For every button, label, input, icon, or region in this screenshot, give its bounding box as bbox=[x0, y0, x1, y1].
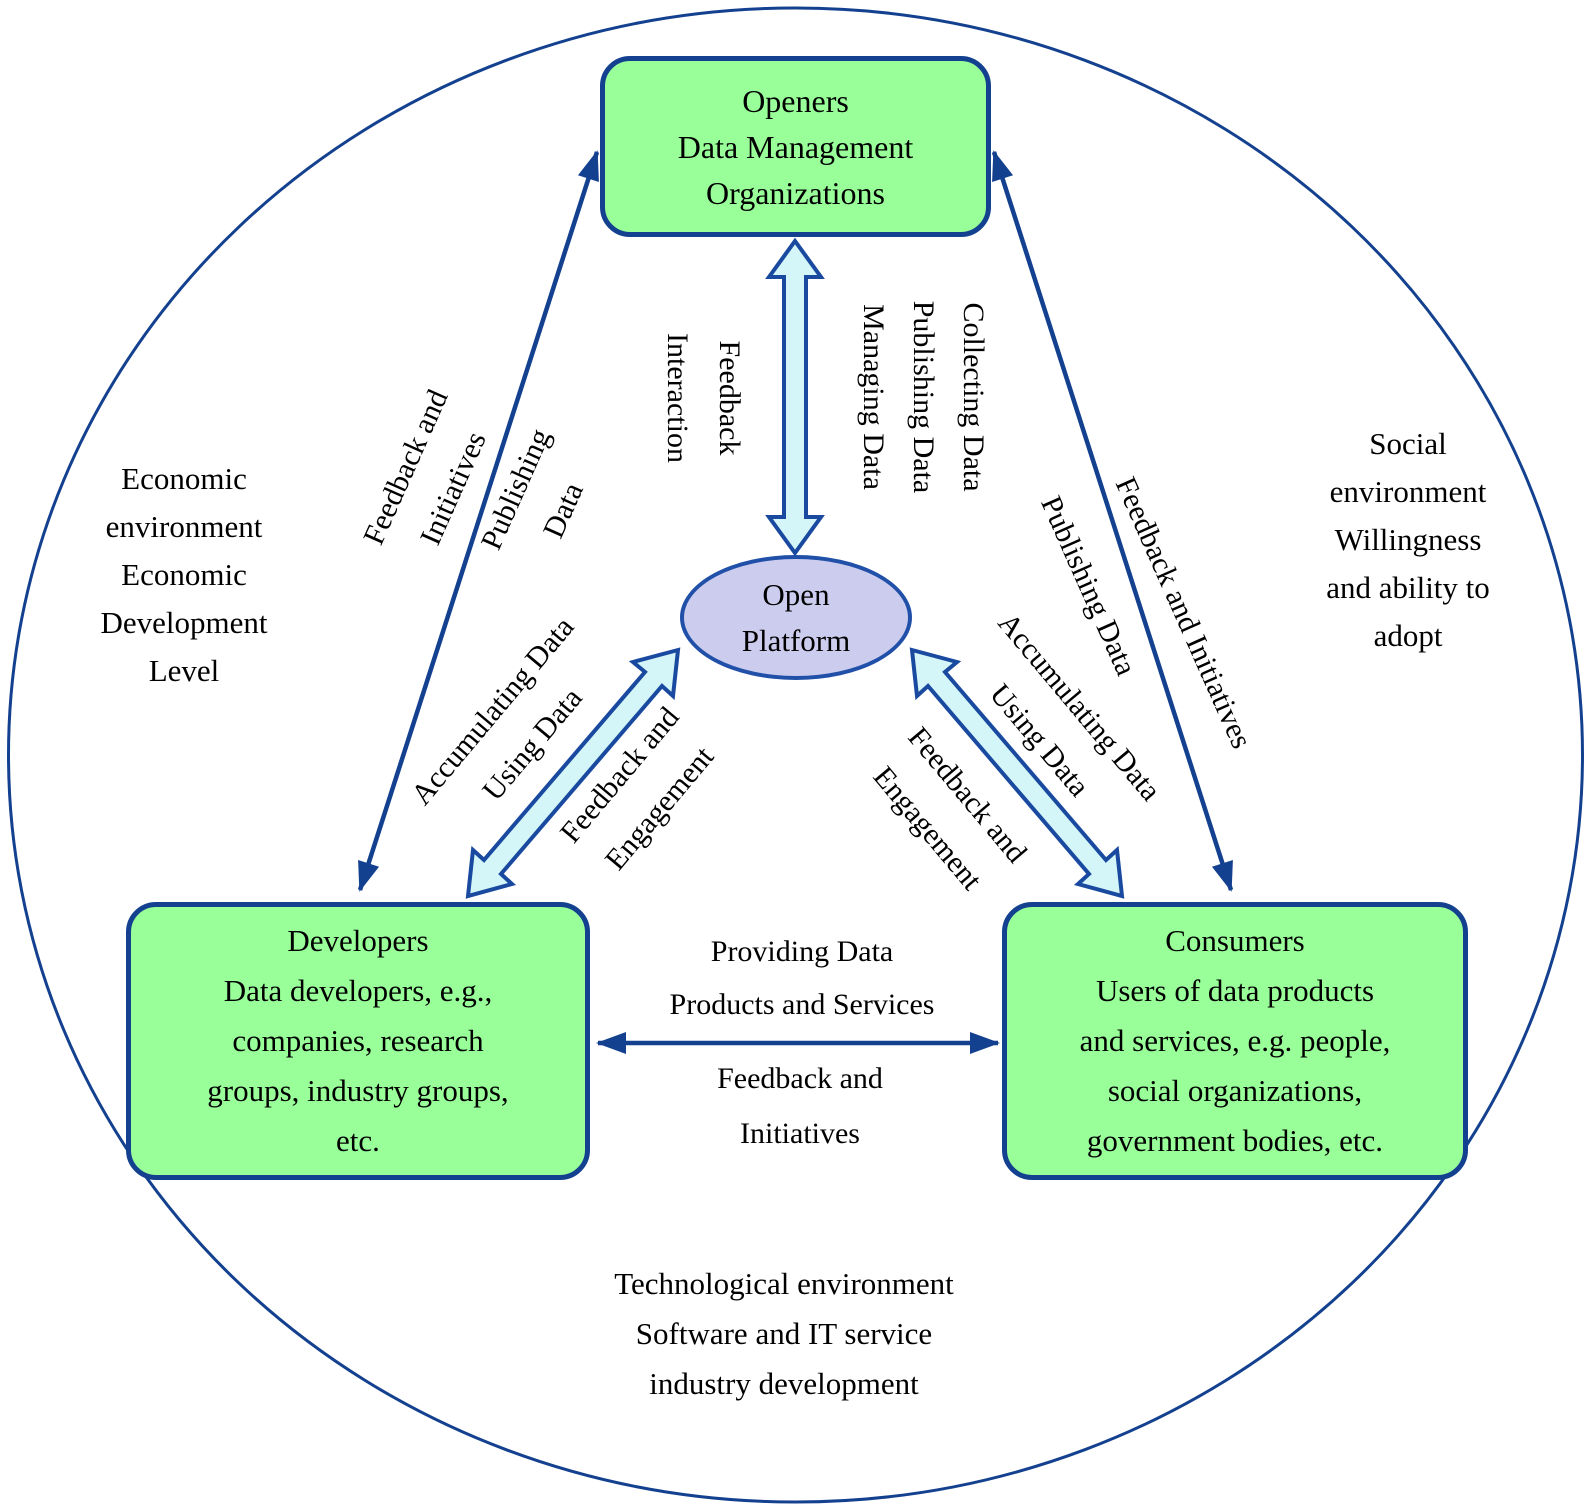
node-consumers: Consumers Users of data products and ser… bbox=[1002, 902, 1468, 1180]
label-line: industry development bbox=[649, 1366, 919, 1401]
ecosystem-boundary-circle bbox=[7, 6, 1584, 1504]
thick-arrow-platform-consumers bbox=[909, 647, 1125, 899]
edge-label-collecting-publishing-managing: Collecting Data Publishing Data Managing… bbox=[848, 301, 998, 494]
env-label-social: Social environment Willingness and abili… bbox=[1326, 420, 1490, 660]
node-label-line: Data Management bbox=[677, 128, 914, 165]
label-line: Feedback bbox=[713, 340, 746, 456]
thick-arrow-openers-platform bbox=[765, 237, 825, 557]
arrow-openers-consumers bbox=[991, 150, 1234, 892]
label-line: environment bbox=[1329, 474, 1487, 509]
label-line: Initiatives bbox=[740, 1117, 860, 1150]
node-label-line: Developers bbox=[287, 923, 429, 958]
node-label-line: and services, e.g. people, bbox=[1079, 1023, 1391, 1058]
node-label-line: Data developers, e.g., bbox=[223, 973, 493, 1008]
label-line: Products and Services bbox=[669, 988, 935, 1021]
label-line: Willingness bbox=[1334, 522, 1482, 557]
node-label-line: Users of data products bbox=[1095, 973, 1375, 1008]
label-line: Social bbox=[1369, 426, 1447, 461]
env-label-economic: Economic environment Economic Developmen… bbox=[100, 455, 267, 695]
arrow-developers-openers bbox=[357, 150, 600, 892]
edge-label-feedback-interaction: Feedback Interaction bbox=[651, 333, 755, 463]
node-label-line: companies, research bbox=[232, 1023, 484, 1058]
label-line: Interaction bbox=[661, 333, 694, 463]
node-label-line: Openers bbox=[742, 82, 849, 119]
label-line: Managing Data bbox=[857, 304, 890, 490]
label-line: Economic bbox=[121, 461, 247, 496]
label-line: Collecting Data bbox=[957, 302, 990, 492]
label-line: Publishing Data bbox=[907, 300, 940, 494]
node-label-line: Open bbox=[762, 576, 830, 612]
label-line: Level bbox=[148, 653, 220, 688]
edge-label-feedback-initiatives-bottom: Feedback and Initiatives bbox=[717, 1051, 883, 1161]
node-label-line: groups, industry groups, bbox=[207, 1073, 509, 1108]
label-line: Software and IT service bbox=[635, 1316, 933, 1351]
node-label-line: Consumers bbox=[1165, 923, 1305, 958]
node-open-platform: Open Platform bbox=[680, 555, 912, 680]
label-line: Development bbox=[100, 605, 268, 640]
label-line: Feedback and bbox=[717, 1062, 883, 1095]
label-line: environment bbox=[105, 509, 263, 544]
node-openers: Openers Data Management Organizations bbox=[600, 56, 991, 237]
label-line: Economic bbox=[121, 557, 247, 592]
label-line: Providing Data bbox=[710, 935, 894, 968]
label-line: Technological environment bbox=[614, 1266, 954, 1301]
node-developers: Developers Data developers, e.g., compan… bbox=[126, 902, 590, 1180]
node-label-line: etc. bbox=[336, 1123, 380, 1158]
env-label-technological: Technological environment Software and I… bbox=[614, 1259, 954, 1409]
edge-label-providing-data-products-services: Providing Data Products and Services bbox=[670, 925, 935, 1031]
node-label-line: government bodies, etc. bbox=[1086, 1123, 1384, 1158]
thick-arrow-platform-developers bbox=[465, 647, 681, 899]
label-line: and ability to bbox=[1326, 570, 1490, 605]
node-label-line: social organizations, bbox=[1107, 1073, 1363, 1108]
node-label-line: Platform bbox=[741, 622, 851, 658]
node-label-line: Organizations bbox=[706, 174, 885, 211]
label-line: adopt bbox=[1373, 618, 1443, 653]
